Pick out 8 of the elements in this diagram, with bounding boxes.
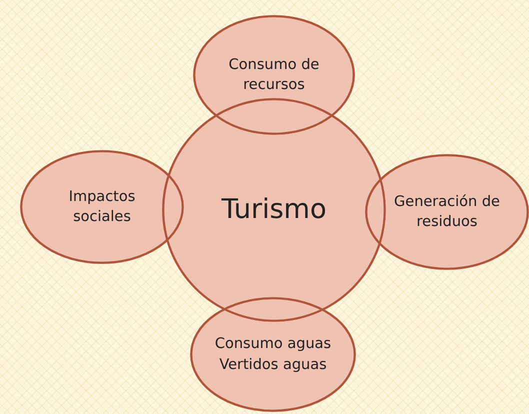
topic-ellipse	[190, 297, 356, 412]
title-label: Turismo	[222, 193, 326, 228]
topic-label: Vertidos aguas	[219, 356, 327, 374]
topic-label: Generación de residuos	[393, 192, 501, 232]
topic-ellipse	[365, 154, 529, 270]
topic-label: Consumo aguas	[214, 335, 332, 354]
topic-label: Consumo de recursos	[228, 56, 320, 95]
topic-label: Impactos sociales	[68, 188, 136, 227]
